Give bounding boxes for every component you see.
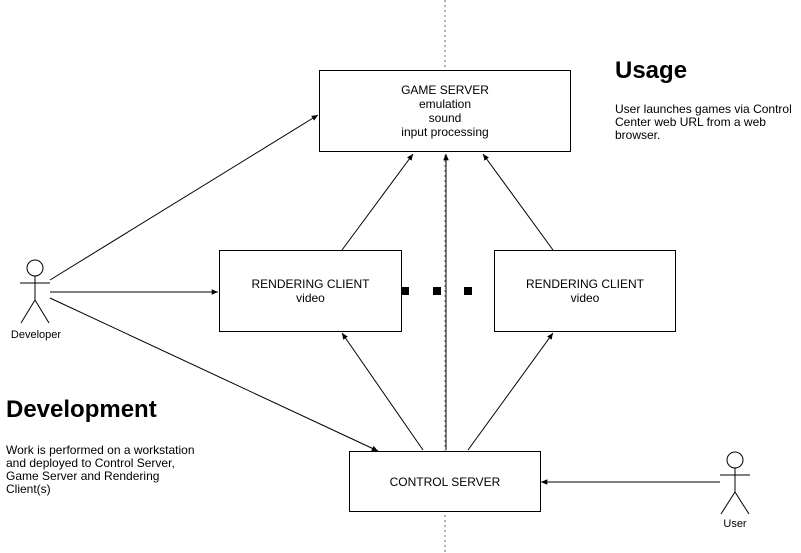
developer-label: Developer (10, 329, 62, 341)
arrow-rendering-client-right-to-game-server (482, 153, 554, 251)
arrow-developer-to-game-server (49, 114, 319, 281)
user-actor-icon (720, 451, 750, 515)
rendering-client-right-box: RENDERING CLIENT video (494, 250, 676, 332)
usage-heading: Usage (615, 57, 688, 84)
rendering-client-subtitle: video (570, 291, 600, 305)
game-server-capability: emulation (418, 97, 472, 111)
control-server-box: CONTROL SERVER (349, 451, 541, 512)
ellipsis-dot (433, 287, 441, 295)
user-label: User (723, 518, 747, 530)
arrow-rendering-client-left-to-game-server (341, 153, 414, 251)
development-description: Work is performed on a workstation and d… (6, 443, 195, 496)
ellipsis-dot (464, 287, 472, 295)
game-server-capability: input processing (401, 125, 489, 139)
game-server-box: GAME SERVER emulation sound input proces… (319, 70, 571, 152)
ellipsis-dots (401, 287, 472, 295)
arrow-developer-to-control-server (49, 297, 379, 452)
arrow-control-server-to-rendering-client-left (341, 332, 424, 451)
game-server-title: GAME SERVER (401, 83, 489, 97)
developer-actor-icon (20, 259, 50, 324)
rendering-client-title: RENDERING CLIENT (525, 277, 644, 291)
game-server-capability: sound (428, 111, 462, 125)
control-server-title: CONTROL SERVER (389, 474, 501, 489)
ellipsis-dot (401, 287, 409, 295)
rendering-client-subtitle: video (296, 291, 325, 305)
rendering-client-title: RENDERING CLIENT (251, 277, 370, 291)
rendering-client-left-box: RENDERING CLIENT video (219, 250, 402, 332)
usage-description: User launches games via Control Center w… (615, 102, 792, 142)
arrow-control-server-to-rendering-client-right (467, 332, 554, 451)
development-heading: Development (6, 396, 157, 423)
